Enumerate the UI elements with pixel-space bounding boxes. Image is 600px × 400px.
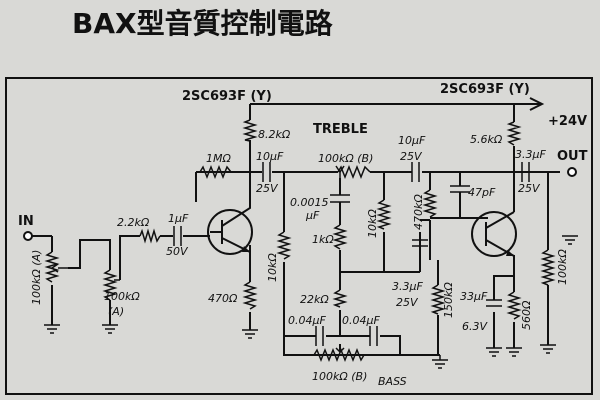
- value-c-e2: 3.3μF: [392, 280, 423, 293]
- value-c-c1: 10μF: [256, 150, 284, 163]
- value-c-c1-v: 25V: [256, 182, 279, 195]
- value-r-e1: 470Ω: [208, 292, 238, 305]
- value-r-e2: 560Ω: [520, 300, 533, 330]
- value-c-t1: 0.0015: [290, 196, 329, 209]
- value-c-in-v: 50V: [166, 245, 189, 258]
- value-r-b2: 22kΩ: [300, 293, 329, 306]
- value-c-out: 3.3μF: [515, 148, 546, 161]
- value-r-c1: 8.2kΩ: [258, 128, 291, 141]
- value-c-fb2: 47pF: [468, 186, 496, 199]
- value-c-t1-u: μF: [305, 209, 320, 222]
- value-vr-bass: 100kΩ (B): [312, 370, 367, 383]
- value-r-fb: 1MΩ: [206, 152, 231, 165]
- page-title: BAX型音質控制電路: [72, 7, 334, 40]
- value-r-t: 1kΩ: [312, 233, 334, 246]
- value-c-e3-v: 6.3V: [462, 320, 488, 333]
- schematic-frame: [5, 77, 593, 395]
- label-bass: BASS: [378, 375, 407, 388]
- value-vr-in2-b: (A): [108, 305, 124, 318]
- wiring: [30, 97, 560, 356]
- transistor-label-left: 2SC693F (Y): [182, 89, 272, 104]
- value-c-b1: 0.04μF: [288, 314, 326, 327]
- value-r-out: 100kΩ: [556, 249, 569, 285]
- value-vr-treble: 100kΩ (B): [318, 152, 373, 165]
- label-supply: +24V: [548, 114, 587, 129]
- value-r-b3: 150kΩ: [442, 282, 455, 318]
- value-c-in: 1μF: [168, 212, 189, 225]
- transistor-label-right: 2SC693F (Y): [440, 82, 530, 97]
- value-c-e3: 33μF: [460, 290, 488, 303]
- value-vr-in2-a: 100kΩ: [104, 290, 140, 303]
- value-c-c2-v: 25V: [400, 150, 423, 163]
- value-r-mid: 10kΩ: [366, 209, 379, 238]
- label-out: OUT: [557, 149, 588, 164]
- value-c-c2: 10μF: [398, 134, 426, 147]
- value-c-b2: 0.04μF: [342, 314, 380, 327]
- value-r-b1: 10kΩ: [266, 253, 279, 282]
- value-r-c2: 5.6kΩ: [470, 133, 503, 146]
- label-in: IN: [18, 214, 34, 229]
- value-c-e2-v: 25V: [396, 296, 419, 309]
- component-symbols: [23, 119, 577, 363]
- value-vr-in1: 100kΩ (A): [30, 250, 43, 305]
- value-r-in: 2.2kΩ: [117, 216, 150, 229]
- value-c-out-v: 25V: [518, 182, 541, 195]
- component-values: 2.2kΩ 1μF 50V 100kΩ (A) 100kΩ (A) 1MΩ 8.…: [30, 128, 569, 383]
- ground-symbols: [44, 235, 578, 369]
- value-r-fb2: 470kΩ: [412, 194, 425, 230]
- label-treble: TREBLE: [313, 122, 368, 137]
